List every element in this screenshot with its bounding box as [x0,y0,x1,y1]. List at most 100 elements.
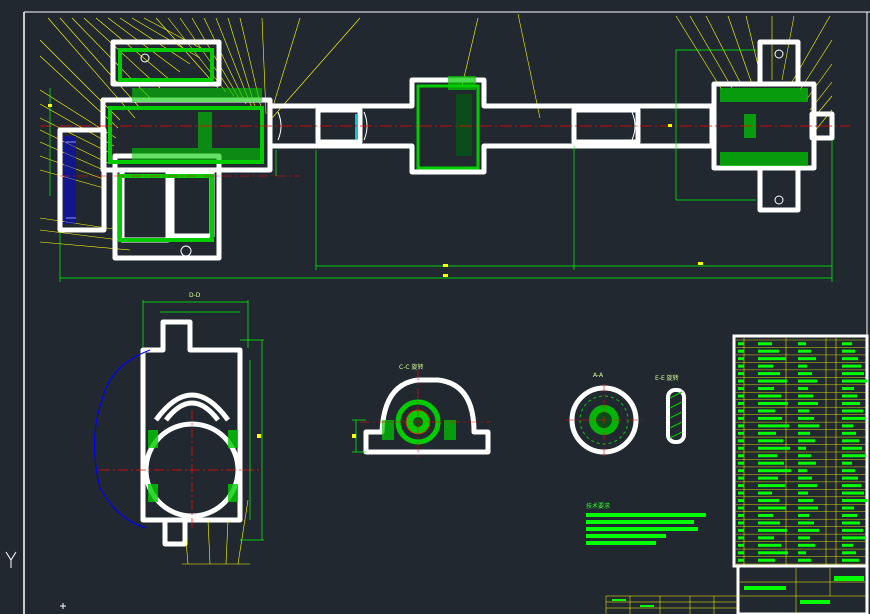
cc-side-hatch [382,420,456,440]
parts-list-cell [842,424,853,428]
parts-list-cell [738,424,744,428]
section-view-cc[interactable] [352,370,491,460]
parts-list-cell [758,461,784,465]
parts-list-cell [798,476,812,480]
parts-list-cell [842,387,854,391]
dd-dimensions [142,300,264,541]
parts-list-cell [798,394,813,398]
parts-list-cell [738,446,744,450]
parts-list-cell [738,372,744,376]
parts-list-cell [758,409,775,413]
dd-outline [140,319,243,547]
parts-list-cell [738,499,744,503]
dd-profile-curve [93,349,151,529]
parts-list-cell [738,387,744,391]
parts-list-cell [758,364,773,368]
right-bearing-hatch [720,88,808,166]
dd-leaders [182,499,250,565]
parts-list-cell [758,536,774,540]
parts-list-cell [842,401,860,405]
parts-list-cell [798,506,818,510]
parts-list-cell [842,476,858,480]
parts-list-cell [842,349,855,353]
parts-list-cell [842,364,861,368]
parts-list-cell [758,543,781,547]
parts-list-cell [738,364,744,368]
parts-list-cell [798,431,810,435]
title-block-fills [612,576,864,607]
parts-list-cell [842,469,855,473]
ee-outline [666,388,686,444]
parts-list-cell [798,491,808,495]
parts-list-cell [842,454,865,458]
section-view-ee[interactable] [666,388,686,444]
parts-list-cell [798,536,810,540]
parts-list-cell [842,499,867,503]
parts-list-table[interactable] [732,334,869,568]
title-block[interactable] [605,564,869,614]
parts-list-cell [798,401,818,405]
parts-list-cell [798,446,806,450]
dimension-text-marks [48,104,703,277]
parts-list-cell [758,521,780,525]
parts-list-cell [738,528,744,532]
coupling-hatch [416,76,480,170]
parts-list-cell [738,484,744,488]
parts-list-cell [842,357,858,361]
parts-list-cell [798,499,813,503]
section-view-aa[interactable] [566,384,642,456]
parts-list-cell [738,513,744,517]
parts-list-cell [798,521,814,525]
tech-requirements-title: 技术要求 [586,503,611,510]
parts-list-cell [738,401,744,405]
parts-list-cell [842,491,864,495]
parts-list-cell [738,431,744,435]
view-label-aa: A-A [593,372,604,379]
parts-list-cell [758,394,781,398]
parts-list-cell [738,506,744,510]
parts-list-cell [758,349,779,353]
parts-list-cell [842,558,859,562]
parts-list-cell [758,506,786,510]
parts-list-cell [842,379,867,383]
parts-list-cell [842,484,861,488]
cc-outline [363,377,491,455]
parts-list-cell [798,551,806,555]
parts-list-cell [758,528,787,532]
parts-list-cell [738,379,744,383]
parts-list-cell [738,461,744,465]
title-block-grid [605,568,866,614]
parts-list-cell [758,439,783,443]
parts-list-cell [758,491,772,495]
cc-dim-mark [352,434,356,438]
parts-list-cell [758,469,791,473]
main-assembly-view[interactable] [39,13,850,282]
parts-list-cell [758,424,789,428]
technical-requirements-block [586,513,706,545]
parts-list-cell [758,499,779,503]
parts-list-cell [842,394,857,398]
dimension-lines-main [49,49,833,282]
parts-list-cell [842,551,856,555]
parts-list-cell [738,469,744,473]
parts-list-cell [758,372,780,376]
ee-hatch [669,391,683,439]
section-view-dd[interactable] [93,300,264,565]
left-gearbox-detail [66,53,192,257]
parts-list-cell [738,416,744,420]
parts-list-cell [758,431,776,435]
dd-hatch [148,430,238,502]
parts-list-cell [758,513,773,517]
parts-list-cell [842,528,863,532]
parts-list-cell [738,357,744,361]
parts-list-cell [758,476,778,480]
parts-list-cell [758,379,787,383]
parts-list-cell [842,439,859,443]
parts-list-cell [798,372,812,376]
parts-list-cell [738,409,744,413]
parts-list-cell [798,513,809,517]
parts-list-cell [758,416,782,420]
parts-list-cell [738,543,744,547]
parts-list-cell [798,416,814,420]
